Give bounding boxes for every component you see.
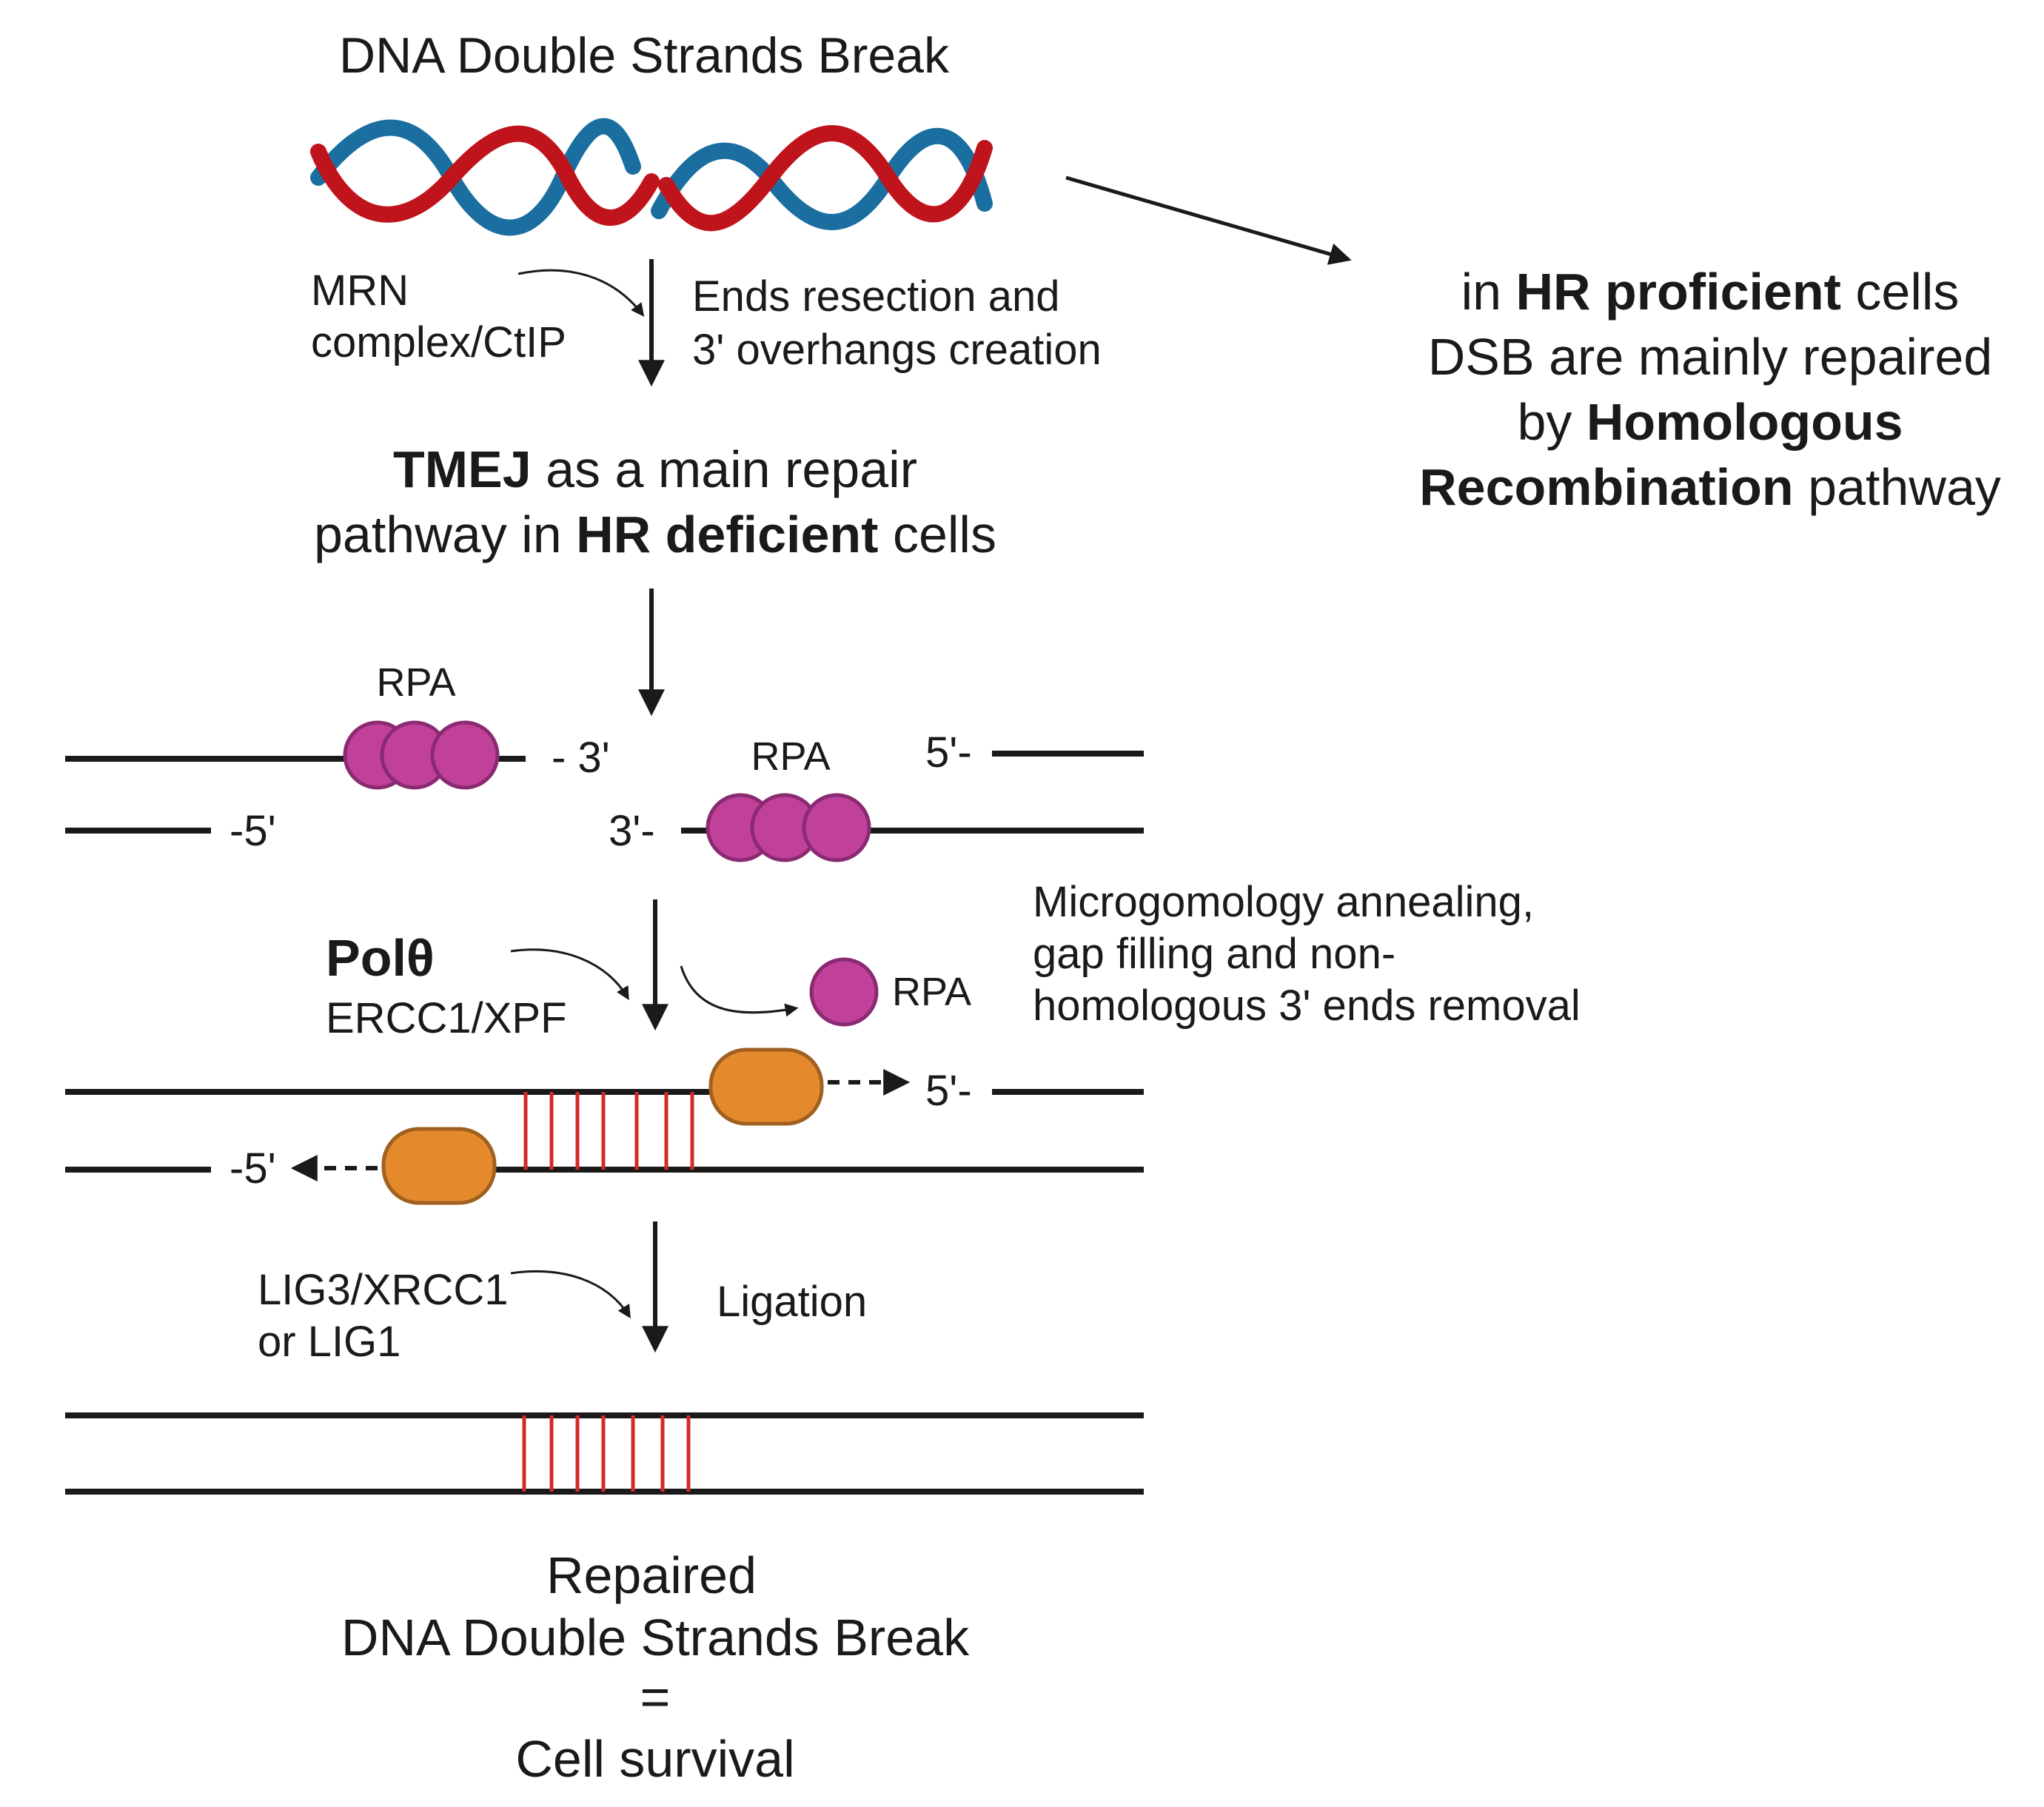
end-label-top-right: 5'- — [925, 728, 972, 777]
microhomology-pairs — [523, 1092, 694, 1170]
svg-text:Recombination pathway: Recombination pathway — [1419, 458, 2001, 516]
repaired-dna — [65, 1412, 1144, 1495]
resection-desc-line1: Ends resection and — [692, 272, 1060, 321]
svg-text:DNA Double Strands Break: DNA Double Strands Break — [341, 1609, 970, 1666]
resection-desc-line2: 3' overhangs creation — [692, 326, 1102, 374]
annealing-desc-line3: homologous 3' ends removal — [1033, 982, 1581, 1030]
end-label-top-left: - 3' — [552, 734, 610, 782]
annealed-dna: 5'- -5' — [65, 1047, 1144, 1205]
svg-text:Repaired: Repaired — [546, 1546, 757, 1604]
repaired-base-pairs — [522, 1415, 691, 1492]
svg-text:by Homologous: by Homologous — [1517, 393, 1903, 451]
tmej-heading: TMEJ as a main repair pathway in HR defi… — [314, 440, 996, 563]
arrow-mrn-curved — [517, 269, 645, 317]
resected-dna-ends: RPA RPA - 3' -5' 5'- 3'- — [65, 660, 1144, 862]
arrow-ligase-curved — [510, 1270, 631, 1319]
broken-dna-helix — [310, 118, 993, 236]
svg-text:pathway in HR deficient cells: pathway in HR deficient cells — [314, 506, 996, 563]
end-label-bottom-right: 3'- — [609, 807, 655, 855]
svg-text:=: = — [640, 1668, 671, 1726]
arrow-pol-theta-curved — [510, 948, 629, 1001]
rpa-released-circle — [809, 957, 879, 1027]
annealed-end-top-right: 5'- — [925, 1067, 972, 1115]
svg-text:in HR proficient cells: in HR proficient cells — [1461, 263, 1960, 321]
svg-text:TMEJ as a main repair: TMEJ as a main repair — [393, 440, 917, 498]
rpa-released-label: RPA — [892, 970, 971, 1014]
result-text: Repaired DNA Double Strands Break = Cell… — [341, 1546, 970, 1788]
ligation-label: Ligation — [717, 1278, 867, 1326]
rpa-label-left: RPA — [376, 660, 455, 705]
mrn-label-line2: complex/CtIP — [311, 318, 566, 366]
annealed-end-bottom-left: -5' — [229, 1144, 276, 1193]
helix-right-red-strand — [658, 125, 993, 232]
svg-text:DSB are mainly repaired: DSB are mainly repaired — [1428, 328, 1993, 386]
mrn-label-line1: MRN — [311, 266, 409, 315]
arrow-to-hr-pathway — [1065, 175, 1352, 265]
hr-proficient-text: in HR proficient cells DSB are mainly re… — [1419, 263, 2001, 516]
polymerase-bottom — [381, 1127, 497, 1205]
rpa-complex-right — [706, 793, 871, 862]
annealing-desc-line2: gap filling and non- — [1033, 930, 1395, 978]
arrow-rpa-release — [680, 965, 799, 1017]
ercc1-xpf-label: ERCC1/XPF — [326, 994, 567, 1042]
annealing-desc-line1: Microgomology annealing, — [1033, 878, 1534, 926]
svg-text:Cell survival: Cell survival — [515, 1730, 794, 1788]
helix-left-red-strand — [310, 125, 660, 226]
rpa-label-right: RPA — [751, 734, 830, 779]
helix-left-blue-strand — [310, 118, 641, 236]
rpa-complex-left — [343, 720, 500, 790]
title: DNA Double Strands Break — [339, 27, 950, 84]
polymerase-top — [708, 1047, 824, 1126]
ligase-label-line2: or LIG1 — [258, 1318, 401, 1366]
pol-theta-label: Polθ — [326, 929, 435, 987]
end-label-bottom-left: -5' — [229, 807, 276, 855]
ligase-label-line1: LIG3/XRCC1 — [258, 1266, 508, 1314]
helix-right-blue-strand — [651, 127, 993, 230]
